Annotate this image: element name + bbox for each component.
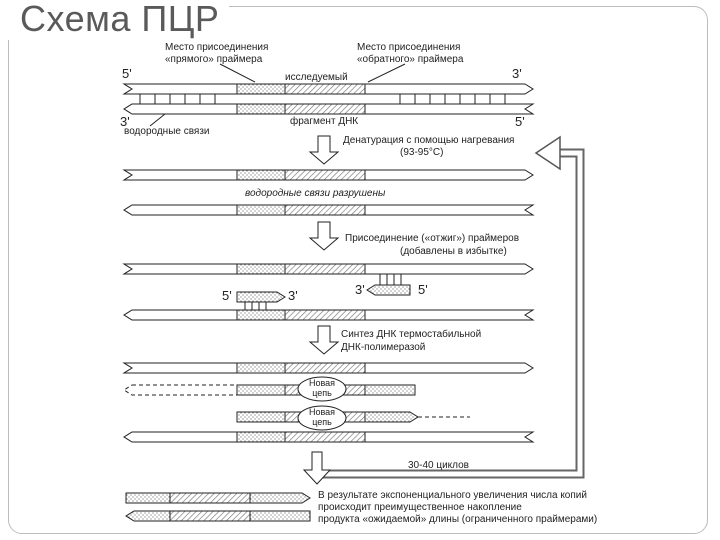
svg-text:цепь: цепь	[312, 388, 332, 398]
annealing-label-1: Присоединение («отжиг») праймеров	[345, 233, 519, 244]
synthesis-label-1: Синтез ДНК термостабильной	[341, 328, 481, 340]
product-strand-bottom	[125, 510, 311, 522]
separated-bottom-strand	[123, 204, 535, 216]
reverse-site-pointer	[367, 63, 406, 83]
hydrogen-bond-ticks	[139, 94, 506, 104]
forward-primer-site-label-1: Место присоединения	[165, 42, 268, 53]
native-dna-bottom-strand	[123, 103, 535, 115]
native-dna-top-strand	[122, 83, 534, 95]
annealing-top-strand	[122, 263, 534, 275]
separated-top-strand	[122, 169, 534, 181]
slide-title: Схема ПЦР	[8, 0, 230, 40]
new-strand-badge-1: Новая цепь	[297, 376, 347, 402]
slide-frame	[8, 6, 708, 534]
result-label-1: В результате экспоненциального увеличени…	[318, 490, 587, 501]
cycle-return-arrow	[320, 135, 585, 479]
synthesis-template-bottom	[123, 431, 535, 443]
product-strand-top	[125, 492, 311, 504]
reverse-primer-site-label-2: «обратного» праймера	[357, 53, 464, 65]
denaturation-label-1: Денатурация с помощью нагревания	[343, 135, 514, 146]
synthesis-new-strand-top	[123, 384, 416, 396]
result-label-3: продукта «ожидаемой» длины (ограниченног…	[318, 514, 597, 525]
step-arrow-denaturation	[308, 135, 340, 165]
bonds-pointer	[149, 113, 166, 127]
target-region-label: исследуемый	[285, 72, 348, 83]
forward-primer-annealed	[236, 291, 286, 310]
primer-end-3-left: 3'	[288, 288, 298, 303]
end-3-bottom: 3'	[120, 114, 130, 129]
primer-end-5-left: 5'	[222, 288, 232, 303]
reverse-primer-annealed	[366, 274, 411, 296]
primer-end-5-right: 5'	[418, 282, 428, 297]
reverse-primer-site-label-1: Место присоединения	[357, 42, 460, 53]
dna-fragment-label: фрагмент ДНК	[290, 115, 358, 127]
result-label-2: происходит преимущественное накопление	[318, 502, 522, 513]
new-strand-badge-2: Новая цепь	[297, 405, 347, 431]
end-3-top: 3'	[512, 66, 522, 81]
step-arrow-result	[302, 451, 332, 485]
step-arrow-synthesis	[308, 325, 340, 355]
synthesis-template-top	[122, 362, 534, 374]
forward-primer-site-label-2: «прямого» праймера	[165, 54, 263, 65]
annealing-bottom-strand	[123, 309, 535, 321]
forward-site-pointer	[219, 63, 256, 83]
bonds-broken-label: водородные связи разрушены	[245, 188, 386, 199]
svg-text:Новая: Новая	[309, 378, 335, 388]
cycles-label: 30-40 циклов	[408, 460, 469, 471]
end-5-bottom: 5'	[515, 114, 525, 129]
svg-text:цепь: цепь	[312, 417, 332, 427]
synthesis-new-strand-bottom	[236, 411, 470, 423]
annealing-label-2: (добавлены в избытке)	[400, 245, 507, 257]
primer-end-3-right: 3'	[355, 282, 365, 297]
denaturation-label-2: (93-95°C)	[400, 147, 443, 158]
end-5-top: 5'	[122, 66, 132, 81]
hydrogen-bonds-label: водородные связи	[124, 126, 210, 137]
step-arrow-annealing	[308, 221, 340, 251]
svg-text:Новая: Новая	[309, 407, 335, 417]
synthesis-label-2: ДНК-полимеразой	[341, 342, 425, 353]
